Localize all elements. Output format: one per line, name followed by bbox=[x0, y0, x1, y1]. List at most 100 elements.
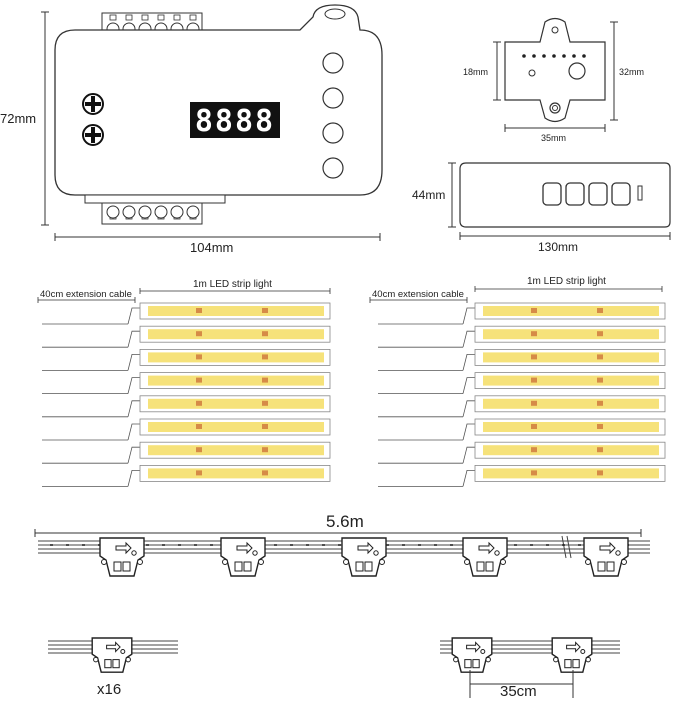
pin-slot bbox=[122, 561, 131, 572]
led-strip bbox=[483, 398, 659, 409]
indicator-dot bbox=[582, 54, 586, 58]
resistor-mark bbox=[196, 308, 202, 313]
cable-bend bbox=[127, 470, 140, 487]
terminal-screw bbox=[138, 205, 152, 219]
mount-hole bbox=[553, 656, 559, 663]
led-strip bbox=[148, 398, 324, 409]
cable-bend bbox=[462, 354, 475, 371]
resistor-mark bbox=[262, 447, 268, 453]
indicator-dot bbox=[562, 54, 566, 58]
screw-icon bbox=[82, 124, 104, 146]
cable-bend bbox=[127, 446, 140, 464]
pin-slot bbox=[597, 561, 606, 572]
resistor-mark bbox=[196, 377, 202, 383]
resistor-mark bbox=[196, 400, 202, 406]
spacing-label: 35cm bbox=[500, 683, 537, 700]
module-outer-height-label: 32mm bbox=[619, 67, 644, 77]
connector-hole bbox=[120, 649, 126, 654]
terminal-screw bbox=[154, 205, 168, 219]
pin-slot bbox=[364, 561, 373, 572]
connector-housing bbox=[99, 537, 145, 577]
cable-bend bbox=[127, 354, 140, 371]
mount-hole bbox=[93, 656, 99, 663]
resistor-mark bbox=[597, 354, 603, 360]
terminal-screw bbox=[106, 205, 120, 219]
mount-hole bbox=[464, 559, 470, 565]
mount-hole bbox=[621, 559, 627, 565]
resistor-mark bbox=[196, 447, 202, 453]
break-mark bbox=[561, 535, 572, 559]
resistor-mark bbox=[597, 400, 603, 406]
indicator-dot bbox=[552, 54, 556, 58]
connector-chain: 5.6m bbox=[34, 512, 650, 577]
cable-bend bbox=[462, 330, 475, 348]
pin-slot bbox=[234, 561, 243, 572]
remote-button bbox=[611, 182, 631, 206]
cable-bend bbox=[462, 423, 475, 441]
terminal-screw bbox=[186, 205, 200, 219]
quantity-label: x16 bbox=[97, 681, 121, 698]
connector-housing bbox=[551, 637, 593, 673]
cable-label: 40cm extension cable bbox=[40, 289, 132, 300]
arrow-icon bbox=[115, 541, 132, 555]
mount-hole bbox=[222, 559, 228, 565]
controller-body bbox=[54, 4, 383, 196]
cable-bend bbox=[127, 400, 140, 417]
terminal-screw bbox=[170, 205, 184, 219]
module-width-label: 35mm bbox=[541, 133, 566, 143]
resistor-mark bbox=[597, 377, 603, 383]
terminal-screw bbox=[122, 205, 136, 219]
resistor-mark bbox=[597, 308, 603, 313]
pin-slot bbox=[464, 659, 472, 669]
arrow-icon bbox=[357, 541, 374, 555]
led-strip bbox=[483, 375, 659, 386]
cable-bend bbox=[127, 423, 140, 441]
led-strip bbox=[483, 329, 659, 340]
resistor-mark bbox=[262, 377, 268, 383]
connector-hole bbox=[373, 550, 379, 556]
indicator-dot bbox=[522, 54, 526, 58]
led-strip bbox=[483, 468, 659, 479]
module-led bbox=[528, 69, 536, 77]
cable-bend bbox=[462, 470, 475, 487]
seven-segment-display bbox=[190, 102, 280, 138]
led-strip bbox=[483, 306, 659, 316]
pin-slot bbox=[476, 561, 485, 572]
cable-bend bbox=[127, 307, 140, 325]
mount-hole bbox=[453, 656, 459, 663]
remote-button bbox=[588, 182, 608, 206]
resistor-mark bbox=[196, 331, 202, 337]
display-digits: 8888 bbox=[195, 104, 275, 139]
led-strip bbox=[483, 445, 659, 456]
strip-group-right: 1m LED strip light 40cm extension cable bbox=[369, 276, 666, 487]
led-strip bbox=[148, 352, 324, 363]
resistor-mark bbox=[531, 470, 537, 476]
pin-slot bbox=[243, 561, 252, 572]
led-strip bbox=[148, 375, 324, 386]
resistor-mark bbox=[262, 400, 268, 406]
resistor-mark bbox=[262, 331, 268, 337]
led-strip bbox=[148, 306, 324, 316]
mount-hole bbox=[137, 559, 143, 565]
connector-hole bbox=[480, 649, 486, 654]
resistor-mark bbox=[196, 424, 202, 429]
resistor-mark bbox=[531, 447, 537, 453]
remote-indicator bbox=[637, 185, 643, 201]
arrow-icon bbox=[478, 541, 495, 555]
remote-controller: 44mm 130mm bbox=[412, 162, 671, 254]
resistor-mark bbox=[597, 447, 603, 453]
cable-bend bbox=[127, 330, 140, 348]
resistor-mark bbox=[196, 470, 202, 476]
module-body bbox=[504, 17, 606, 123]
resistor-mark bbox=[531, 424, 537, 429]
terminal-slot bbox=[141, 14, 149, 21]
cable-bend bbox=[462, 446, 475, 464]
pin-slot bbox=[355, 561, 364, 572]
connector-housing bbox=[220, 537, 266, 577]
resistor-mark bbox=[262, 308, 268, 313]
mount-hole bbox=[585, 559, 591, 565]
resistor-mark bbox=[531, 400, 537, 406]
remote-height-label: 44mm bbox=[412, 188, 445, 202]
connector-hole bbox=[131, 550, 137, 556]
